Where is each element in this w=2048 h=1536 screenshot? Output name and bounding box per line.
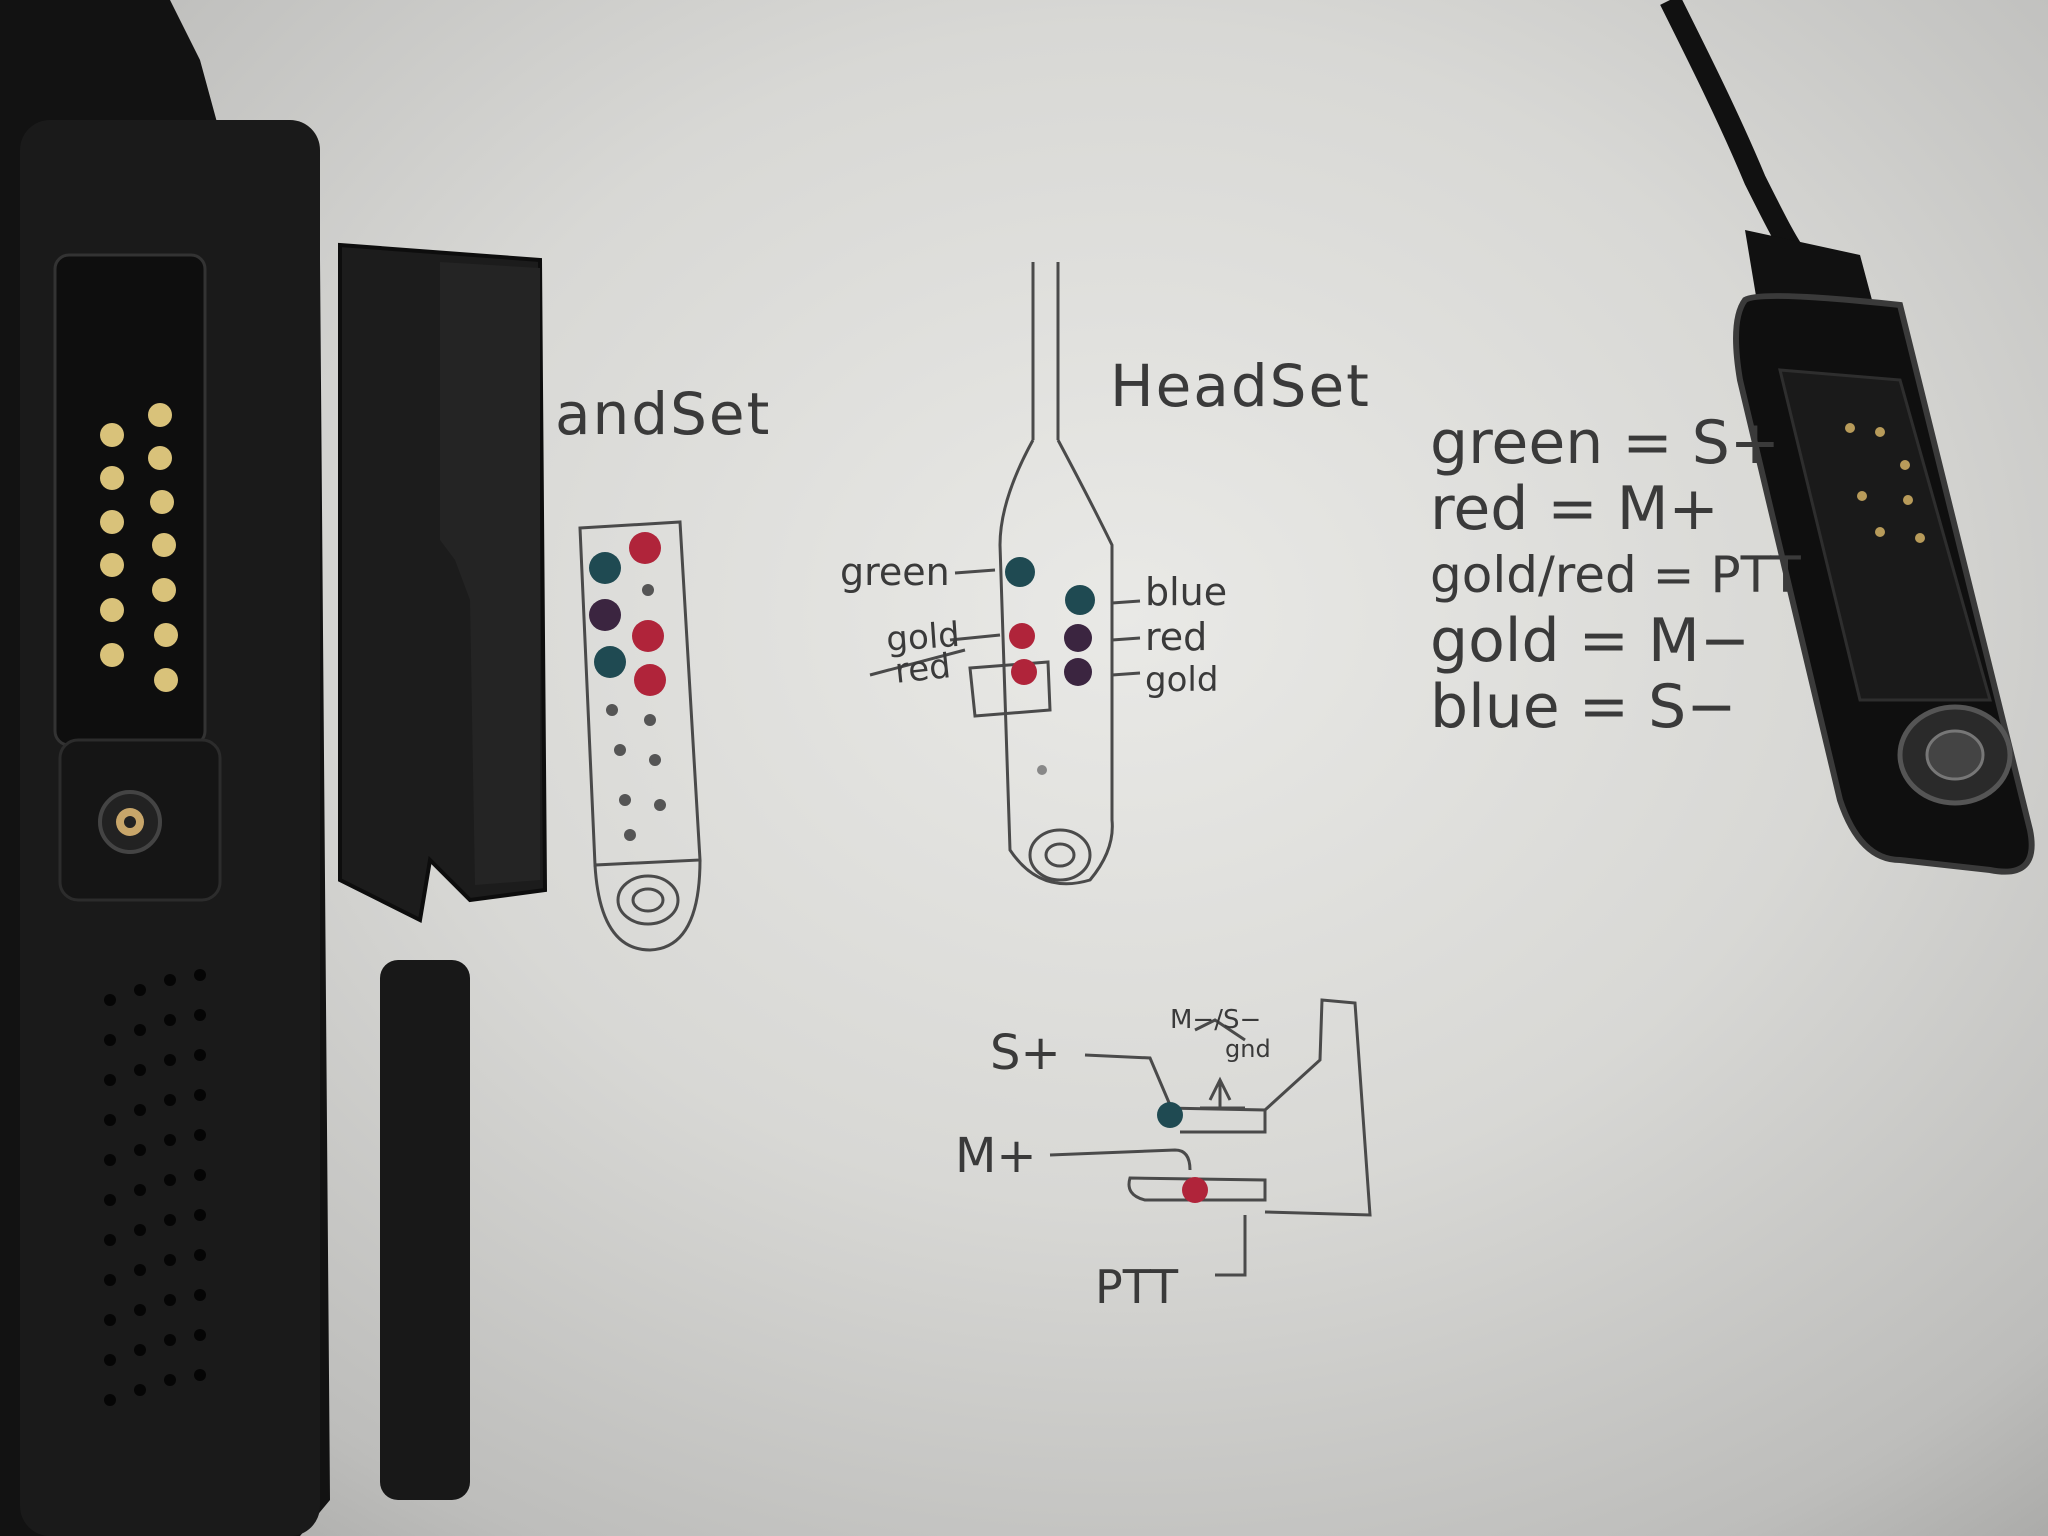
headset-label-blue: blue [1145, 570, 1228, 614]
headset-plug [1660, 0, 2035, 875]
radio-gold-pins [100, 403, 178, 692]
schematic-dots [1157, 1102, 1208, 1203]
legend-item: green = S+ [1430, 408, 1781, 478]
speaker-grille [104, 969, 206, 1406]
wire-legend: green = S+ red = M+ gold/red = PTT gold … [1430, 410, 1801, 740]
headset-plug-pins [1845, 423, 1925, 543]
legend-item: red = M+ [1430, 474, 1719, 544]
handset-sketch [578, 520, 702, 952]
headset-dots [1005, 557, 1095, 775]
handset-title: andSet [555, 380, 772, 448]
legend-item: blue = S− [1430, 672, 1737, 742]
schematic-sketch [1049, 998, 1372, 1277]
legend-item: gold = M− [1430, 606, 1751, 676]
handset-dots [589, 532, 666, 841]
headset-title: HeadSet [1110, 352, 1371, 420]
headset-label-gold: gold [1145, 660, 1219, 700]
headset-label-green: green [840, 550, 950, 594]
schematic-label-top: M−/S− [1170, 1005, 1262, 1035]
headset-label-gold-red-bottom: red [893, 646, 953, 692]
schematic-label-s-plus: S+ [990, 1025, 1061, 1081]
schematic-label-ptt: PTT [1095, 1260, 1179, 1314]
schematic-label-m-plus: M+ [955, 1128, 1037, 1184]
schematic-label-gnd: gnd [1225, 1035, 1271, 1063]
radio-body [0, 0, 548, 1536]
legend-item: gold/red = PTT [1430, 546, 1801, 604]
headset-label-red: red [1145, 615, 1208, 659]
